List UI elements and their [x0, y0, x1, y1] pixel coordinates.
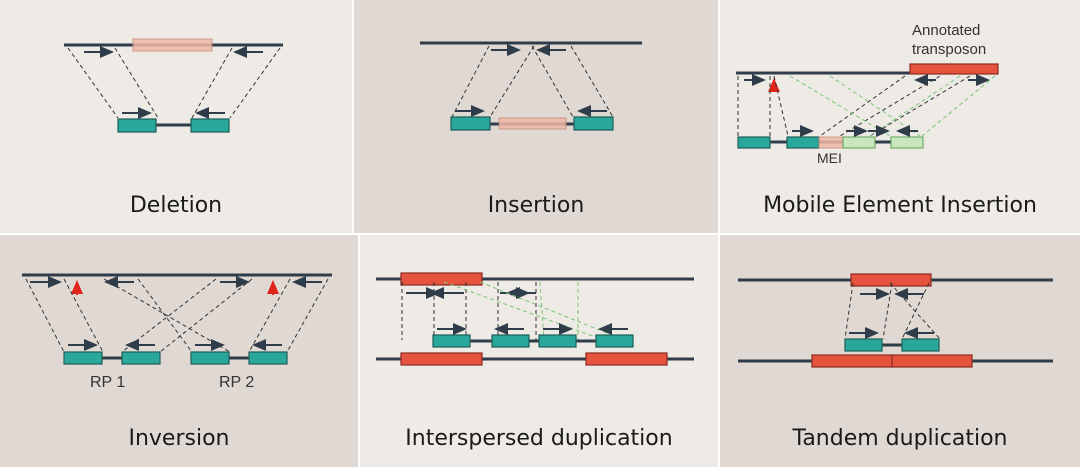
duplicated-segment: [811, 354, 893, 368]
rp1-label: RP 1: [90, 374, 125, 391]
caption-deletion: Deletion: [129, 193, 223, 218]
panel-deletion: Deletion: [0, 0, 352, 233]
caption-tandem: Tandem duplication: [792, 426, 1008, 451]
duplicated-segment: [850, 273, 932, 287]
duplicated-segment: [891, 354, 973, 368]
read-block: [844, 338, 883, 352]
mei-label: MEI: [817, 150, 842, 166]
insertion-diagram: [420, 41, 642, 131]
inversion-diagram: RP 1 RP 2: [22, 273, 332, 391]
read-block: [190, 351, 230, 365]
panel-insertion: Insertion: [354, 0, 718, 233]
mei-segment: [818, 136, 844, 149]
inserted-region: [498, 117, 567, 130]
duplicated-segment: [585, 352, 668, 366]
duplicated-segment: [400, 272, 483, 286]
read-block: [573, 116, 614, 131]
mei-read: [890, 136, 924, 149]
read-block: [786, 136, 820, 149]
caption-interspersed: Interspersed duplication: [405, 426, 673, 451]
read-block: [248, 351, 288, 365]
interspersed-diagram: [376, 272, 694, 366]
tandem-diagram: [738, 273, 1053, 368]
read-block: [491, 334, 530, 348]
mei-diagram: Annotated transposon MEI: [736, 22, 999, 166]
read-block: [450, 116, 491, 131]
deletion-diagram: [64, 38, 283, 133]
caption-inversion: Inversion: [128, 426, 230, 451]
mei-read: [842, 136, 876, 149]
deleted-region: [132, 38, 213, 52]
caption-mei: Mobile Element Insertion: [763, 193, 1037, 218]
read-block: [538, 334, 577, 348]
caption-insertion: Insertion: [487, 193, 585, 218]
panel-mei: Annotated transposon MEI Mobile Element …: [720, 0, 1080, 233]
read-block: [190, 118, 230, 133]
read-block: [63, 351, 103, 365]
duplicated-segment: [400, 352, 483, 366]
panel-inversion: RP 1 RP 2 Inversion: [0, 235, 358, 467]
annotation-line1: Annotated: [912, 22, 980, 39]
read-block: [595, 334, 634, 348]
panel-interspersed: Interspersed duplication: [360, 235, 718, 467]
panel-tandem: Tandem duplication: [720, 235, 1080, 467]
annotated-transposon: [909, 63, 999, 75]
annotation-line2: transposon: [912, 41, 986, 58]
read-block: [901, 338, 940, 352]
rp2-label: RP 2: [219, 374, 254, 391]
read-block: [737, 136, 771, 149]
read-block: [117, 118, 157, 133]
read-block: [121, 351, 161, 365]
read-block: [432, 334, 471, 348]
